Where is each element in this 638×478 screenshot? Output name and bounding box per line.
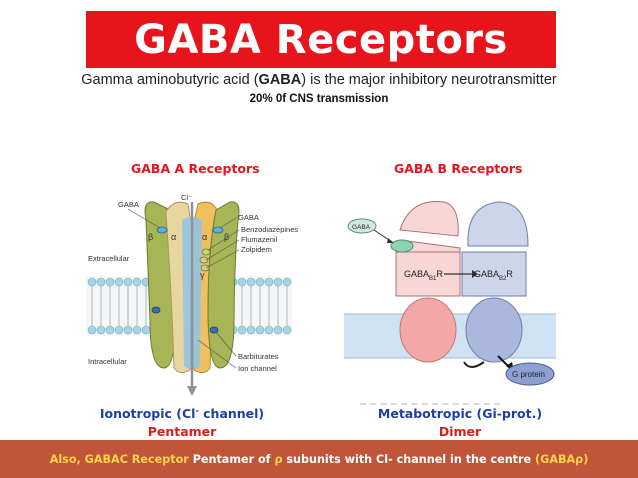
- chloride-arrow-head: [187, 386, 197, 396]
- label-alpha-right: α: [202, 232, 207, 242]
- gaba-a-diagram: Cl⁻ GABA GABA β α α β γ Benzodiazepines …: [86, 193, 298, 396]
- label-flumazenil: Flumazenil: [241, 235, 278, 244]
- gaba-b-caption: Metabotropic (Gi-prot.): [377, 406, 543, 421]
- dashed-separator: [360, 403, 500, 405]
- label-zolpidem: Zolpidem: [241, 245, 272, 254]
- label-extracellular: Extracellular: [88, 254, 130, 263]
- label-intracellular: Intracellular: [88, 357, 127, 366]
- label-g-protein: G protein: [512, 370, 545, 379]
- label-alpha-left: α: [171, 232, 176, 242]
- benzodiazepine-site-3: [200, 264, 210, 272]
- subtitle-cns: 20% 0f CNS transmission: [249, 93, 389, 105]
- gaba-b-dimer: Dimer: [438, 424, 482, 439]
- label-benzodiazepines: Benzodiazepines: [241, 225, 298, 234]
- gaba-b-heading: GABA B Receptors: [394, 161, 523, 176]
- label-gaba-right: GABA: [238, 213, 259, 222]
- subtitle-bold: GABA: [258, 72, 302, 88]
- footer-text: Also, GABAC Receptor Pentamer of ρ subun…: [50, 453, 589, 466]
- caption-a-main: Ionotropic (Cl: [99, 406, 196, 422]
- gaba-bound: [390, 239, 414, 253]
- subtitle-before: Gamma aminobutyric acid (: [81, 72, 259, 88]
- caption-a-end: channel): [198, 406, 265, 422]
- b2-venus-flytrap: [467, 201, 529, 247]
- label-gaba-b1: GABAB1R: [404, 269, 443, 282]
- caption-a-sup: -: [195, 406, 199, 415]
- gaba-a-caption: Ionotropic (Cl- channel): [92, 406, 272, 421]
- footer-part4: (GABAρ): [535, 452, 589, 466]
- label-gaba-left: GABA: [118, 200, 139, 209]
- gaba-binding-site-left: [156, 226, 168, 234]
- footer-part1: Also, GABAC Receptor: [49, 452, 189, 466]
- benzodiazepine-site-1: [201, 248, 211, 256]
- signal-loop: [463, 361, 485, 368]
- label-gaba-b2: GABAB2R: [474, 269, 513, 282]
- barbiturate-site-left: [151, 306, 161, 314]
- beta-subunit-right: [207, 201, 240, 369]
- gaba-b-diagram: GABA GABAB1R GABAB2R G protein: [344, 201, 556, 386]
- footer-rho: ρ: [274, 452, 283, 466]
- benzodiazepine-site-2: [199, 256, 209, 264]
- subtitle: Gamma aminobutyric acid (GABA) is the ma…: [0, 72, 638, 88]
- b1-transmembrane: [399, 297, 457, 363]
- b1-venus-flytrap-top: [399, 201, 459, 237]
- label-ion-channel: Ion channel: [238, 364, 277, 373]
- label-gamma: γ: [200, 270, 205, 280]
- gaba-binding-site-right: [212, 226, 224, 234]
- page-title: GABA Receptors: [134, 16, 508, 63]
- label-beta-left: β: [148, 232, 153, 242]
- b1-box: [395, 251, 461, 297]
- footer-part3: subunits with Cl- channel in the centre: [282, 452, 536, 466]
- gaba-ligand: [347, 218, 377, 234]
- b2-transmembrane: [465, 297, 523, 363]
- label-cl: Cl⁻: [181, 193, 192, 202]
- barbiturate-site-right: [209, 326, 219, 334]
- gaba-a-pentamer: Pentamer: [147, 424, 217, 439]
- g-protein: [505, 362, 555, 386]
- gaba-a-heading: GABA A Receptors: [131, 161, 260, 176]
- label-beta-right: β: [224, 232, 229, 242]
- title-banner: GABA Receptors: [86, 11, 556, 68]
- label-gaba-b: GABA: [352, 224, 371, 231]
- footer-banner: Also, GABAC Receptor Pentamer of ρ subun…: [0, 440, 638, 478]
- label-barbiturates: Barbiturates: [238, 352, 279, 361]
- subtitle-after: ) is the major inhibitory neurotransmitt…: [301, 72, 557, 88]
- footer-part2: Pentamer of: [188, 452, 275, 466]
